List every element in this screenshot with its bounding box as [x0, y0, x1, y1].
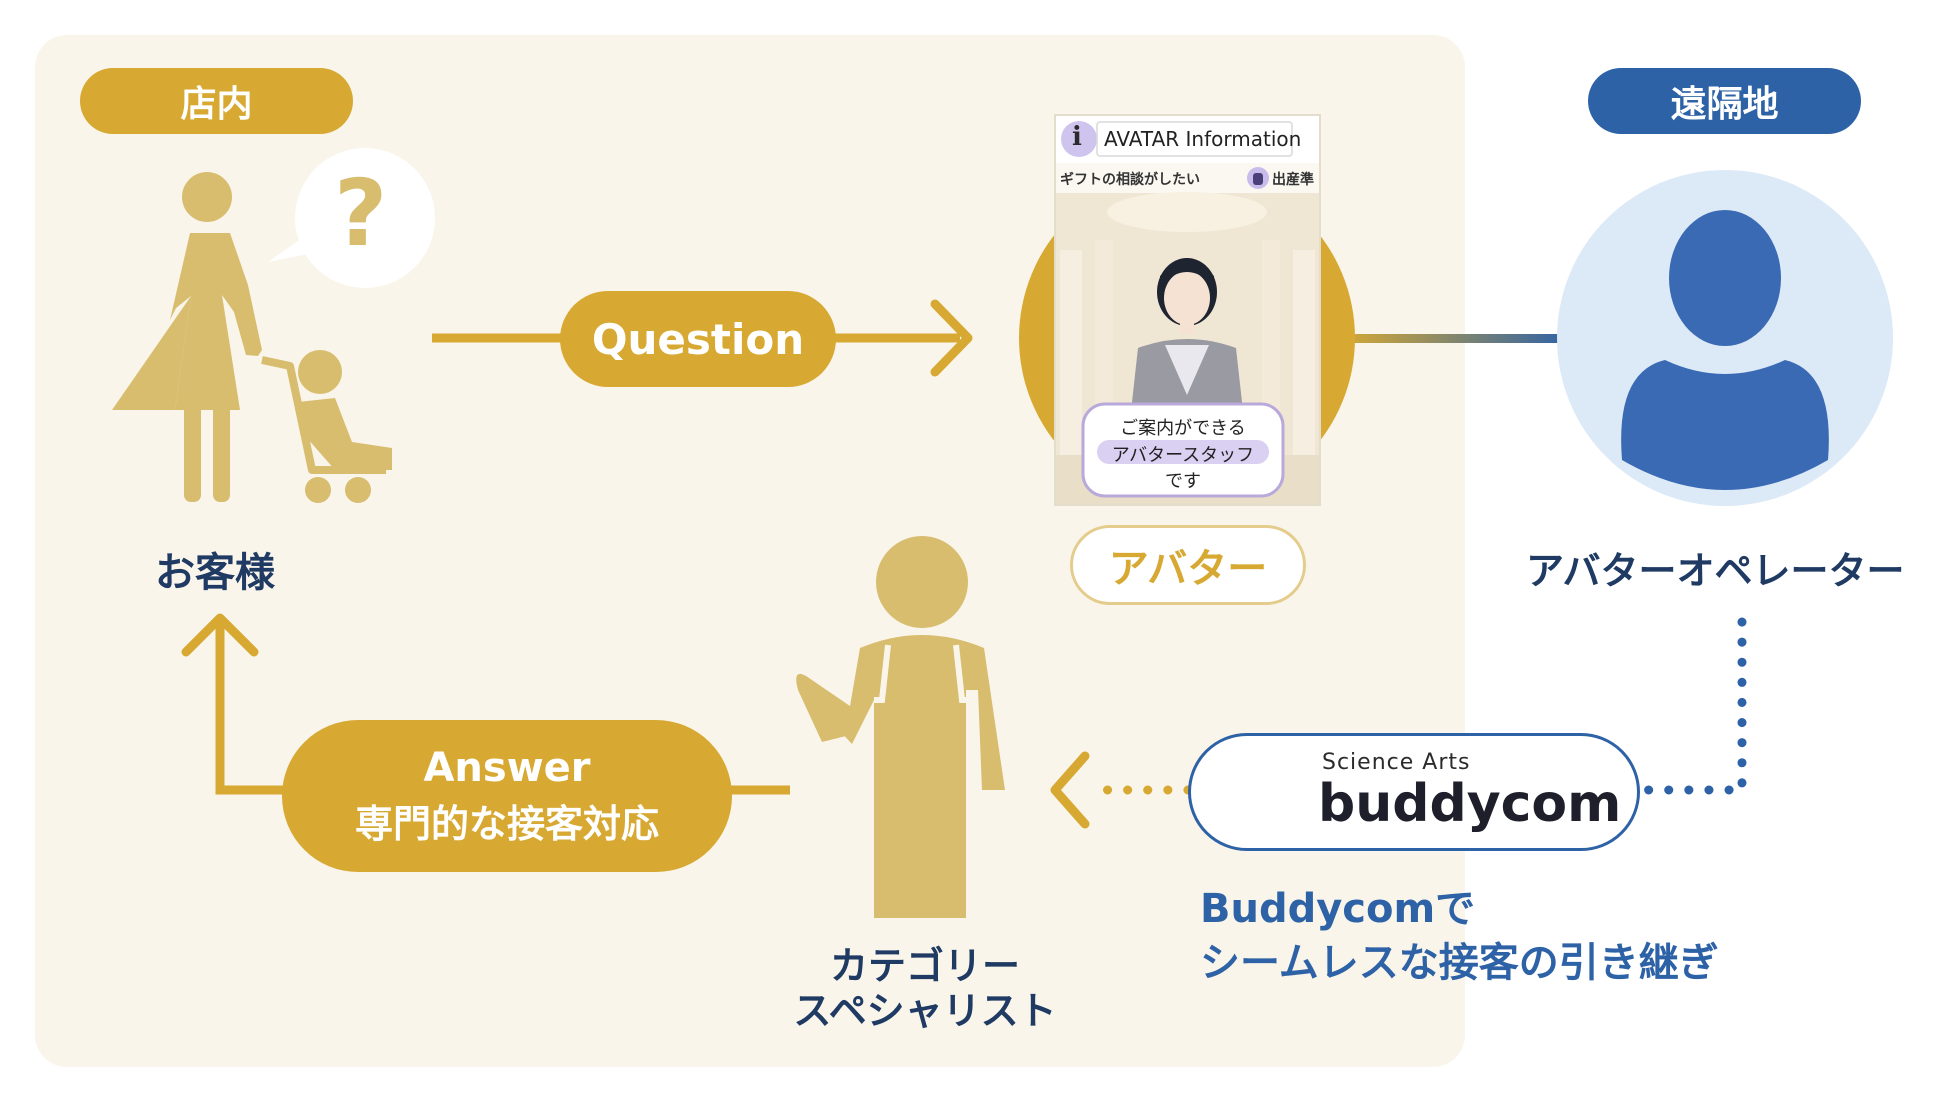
store-zone-label: 店内	[80, 68, 353, 134]
info-icon-letter: i	[1072, 122, 1082, 152]
buddycom-badge	[1188, 733, 1640, 851]
store-zone-text: 店内	[180, 84, 253, 125]
screen-menu-right: 出産準	[1272, 172, 1314, 188]
buddycom-brand-small: Science Arts	[1322, 750, 1471, 775]
specialist-label-line1: カテゴリー	[829, 944, 1020, 988]
handoff-arrow-icon	[1050, 751, 1090, 829]
customer-label: お客様	[155, 550, 275, 596]
question-arrow-icon	[930, 299, 973, 377]
customer-figure-icon	[112, 172, 392, 503]
operator-label: アバターオペレーター	[1526, 549, 1905, 593]
remote-zone-text: 遠隔地	[1670, 84, 1779, 125]
buddycom-caption-line1: Buddycomで	[1200, 886, 1476, 932]
buddycom-caption-line2: シームレスな接客の引き継ぎ	[1200, 940, 1719, 986]
avatar-label-box: アバター	[1070, 525, 1306, 605]
bubble-line2: アバタースタッフ	[1111, 445, 1255, 466]
avatar-label: アバター	[1108, 546, 1268, 592]
answer-label: Answer	[423, 745, 591, 791]
operator-person-icon	[1621, 210, 1829, 490]
screen-menu-left: ギフトの相談がしたい	[1060, 172, 1200, 188]
question-mark-glyph: ?	[334, 160, 388, 267]
answer-pill: Answer 専門的な接客対応	[282, 720, 732, 872]
question-label: Question	[591, 314, 805, 364]
stroller-frame	[261, 356, 386, 474]
specialist-figure-icon	[796, 536, 1005, 918]
dotted-handoff-line	[1635, 617, 1747, 795]
specialist-apron-straps	[874, 644, 966, 703]
info-icon	[1061, 121, 1097, 157]
answer-description: 専門的な接客対応	[354, 802, 659, 846]
question-bubble-icon	[295, 148, 435, 288]
bubble-line1: ご案内ができる	[1120, 418, 1246, 439]
answer-arrow-icon	[181, 613, 259, 657]
buddycom-brand-large: buddycom	[1318, 774, 1622, 834]
screen-header: AVATAR Information	[1104, 127, 1302, 151]
specialist-label-line2: スペシャリスト	[793, 989, 1057, 1033]
bubble-line3: です	[1165, 471, 1201, 492]
avatar-operator-connector	[1340, 334, 1570, 343]
remote-zone-label: 遠隔地	[1588, 68, 1861, 134]
question-pill: Question	[560, 291, 836, 387]
